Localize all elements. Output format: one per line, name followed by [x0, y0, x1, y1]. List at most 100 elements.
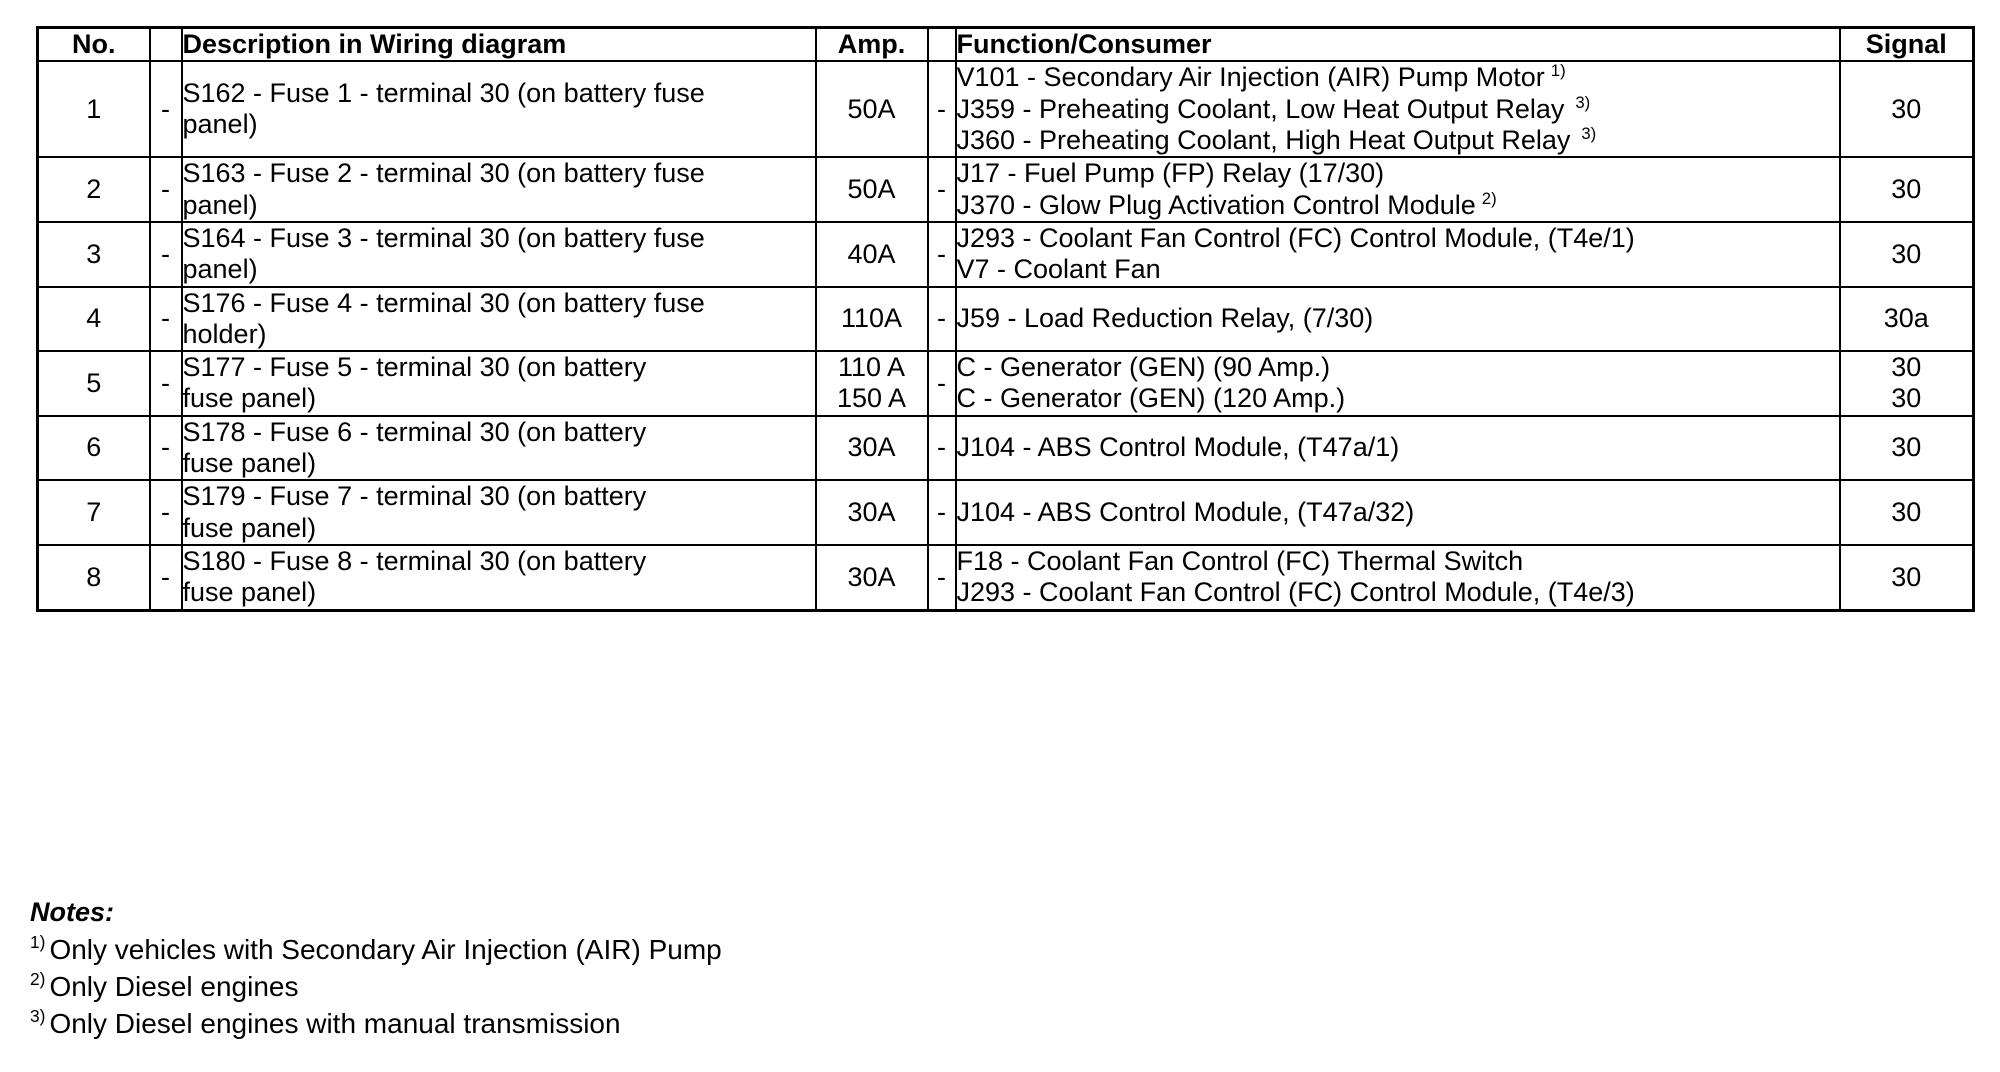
column-header-description: Description in Wiring diagram — [180, 26, 817, 63]
cell-description: S176 - Fuse 4 - terminal 30 (on battery … — [180, 285, 817, 353]
cell-row-number: 7 — [36, 479, 151, 546]
cell-description: S162 - Fuse 1 - terminal 30 (on battery … — [180, 60, 817, 159]
note-item: 2)Only Diesel engines — [30, 969, 1030, 1006]
cell-dash-description: - — [148, 414, 183, 482]
cell-dash-description: - — [148, 60, 183, 159]
cell-amperage: 40A — [814, 220, 929, 288]
column-header-function: Function/Consumer — [954, 26, 1841, 63]
function-line: J59 - Load Reduction Relay, (7/30) — [957, 303, 1839, 334]
description-line: fuse panel) — [182, 577, 317, 608]
description-line: S164 - Fuse 3 - terminal 30 (on battery … — [182, 222, 705, 253]
amperage-value: 150 A — [836, 383, 907, 414]
function-line: C - Generator (GEN) (120 Amp.) — [957, 383, 1839, 414]
note-text: Only Diesel engines — [49, 970, 299, 1002]
cell-signal: 30 — [1838, 156, 1975, 223]
description-line: S179 - Fuse 7 - terminal 30 (on battery — [182, 481, 647, 512]
column-header-amp: Amp. — [814, 26, 929, 63]
cell-row-number: 8 — [36, 543, 151, 612]
description-line: panel) — [182, 254, 258, 285]
cell-dash-function: - — [926, 543, 957, 612]
cell-signal: 30a — [1838, 285, 1975, 353]
amperage-value: 30A — [847, 432, 896, 463]
cell-amperage: 30A — [814, 414, 929, 482]
function-text: V7 - Coolant Fan — [956, 254, 1161, 285]
description-line: panel) — [182, 189, 258, 220]
function-text: F18 - Coolant Fan Control (FC) Thermal S… — [956, 546, 1524, 576]
note-item: 1)Only vehicles with Secondary Air Injec… — [30, 932, 1030, 969]
fuse-assignment-table: No. Description in Wiring diagram Amp. F… — [36, 26, 1975, 612]
function-text: C - Generator (GEN) (90 Amp.) — [956, 352, 1331, 383]
notes-title: Notes: — [30, 897, 115, 927]
table-header-row: No. Description in Wiring diagram Amp. F… — [36, 26, 1975, 63]
cell-function-consumer: V101 - Secondary Air Injection (AIR) Pum… — [954, 60, 1841, 159]
function-text: J359 - Preheating Coolant, Low Heat Outp… — [956, 93, 1565, 124]
function-text: J370 - Glow Plug Activation Control Modu… — [956, 189, 1476, 220]
cell-dash-function: - — [926, 414, 957, 482]
table-row: 3-S164 - Fuse 3 - terminal 30 (on batter… — [36, 220, 1975, 288]
signal-value: 30 — [1891, 173, 1922, 204]
cell-amperage: 30A — [814, 543, 929, 612]
amperage-value: 110 A — [837, 352, 906, 383]
cell-amperage: 30A — [814, 479, 929, 546]
column-header-signal: Signal — [1838, 26, 1975, 63]
note-text: Only Diesel engines with manual transmis… — [49, 1007, 621, 1039]
note-marker: 2) — [30, 969, 46, 990]
description-line: S180 - Fuse 8 - terminal 30 (on battery — [182, 546, 647, 576]
column-header-dash-spacer — [148, 26, 183, 63]
cell-function-consumer: J293 - Coolant Fan Control (FC) Control … — [954, 220, 1841, 288]
cell-dash-function: - — [926, 220, 957, 288]
cell-dash-description: - — [148, 220, 183, 288]
description-line: panel) — [182, 109, 258, 140]
cell-dash-description: - — [148, 543, 183, 612]
cell-row-number: 4 — [36, 285, 151, 353]
footnote-reference: 3) — [1581, 123, 1597, 143]
note-item: 3)Only Diesel engines with manual transm… — [30, 1006, 1030, 1043]
cell-signal: 30 — [1838, 543, 1975, 612]
notes-list: 1)Only vehicles with Secondary Air Injec… — [30, 932, 1030, 1043]
function-line: F18 - Coolant Fan Control (FC) Thermal S… — [957, 546, 1839, 577]
cell-function-consumer: J104 - ABS Control Module, (T47a/32) — [954, 479, 1841, 546]
cell-dash-function: - — [926, 285, 957, 353]
amperage-value: 110A — [840, 303, 903, 334]
cell-dash-function: - — [926, 60, 957, 159]
signal-value: 30 — [1891, 561, 1922, 592]
description-line: S163 - Fuse 2 - terminal 30 (on battery … — [182, 158, 705, 189]
amperage-value: 30A — [847, 561, 896, 592]
column-header-no: No. — [36, 26, 151, 63]
cell-row-number: 1 — [36, 60, 151, 159]
table-row: 5-S177 - Fuse 5 - terminal 30 (on batter… — [36, 350, 1975, 417]
cell-signal: 30 — [1838, 60, 1975, 159]
function-text: J293 - Coolant Fan Control (FC) Control … — [956, 222, 1635, 253]
footnote-reference: 2) — [1481, 188, 1497, 208]
cell-dash-function: - — [926, 156, 957, 223]
cell-dash-description: - — [148, 350, 183, 417]
function-line: J360 - Preheating Coolant, High Heat Out… — [957, 125, 1839, 156]
table-body: 1-S162 - Fuse 1 - terminal 30 (on batter… — [36, 60, 1975, 612]
description-line: fuse panel) — [182, 383, 317, 414]
description-line: S177 - Fuse 5 - terminal 30 (on battery — [182, 352, 647, 383]
note-text: Only vehicles with Secondary Air Injecti… — [49, 933, 722, 965]
table-row: 1-S162 - Fuse 1 - terminal 30 (on batter… — [36, 60, 1975, 159]
function-line: C - Generator (GEN) (90 Amp.) — [957, 352, 1839, 383]
cell-signal: 30 — [1838, 220, 1975, 288]
table-row: 8-S180 - Fuse 8 - terminal 30 (on batter… — [36, 543, 1975, 612]
signal-value: 30 — [1891, 238, 1922, 269]
function-text: J17 - Fuel Pump (FP) Relay (17/30) — [956, 158, 1385, 189]
table-row: 7 - S179 - Fuse 7 - terminal 30 (on batter… — [36, 479, 1975, 546]
cell-dash-function: - — [926, 479, 957, 546]
cell-function-consumer: F18 - Coolant Fan Control (FC) Thermal S… — [954, 543, 1841, 612]
signal-value: 30 — [1891, 432, 1922, 463]
cell-row-number: 6 — [36, 414, 151, 482]
table-header: No. Description in Wiring diagram Amp. F… — [36, 26, 1975, 63]
amperage-value: 50A — [847, 93, 896, 124]
function-text: J104 - ABS Control Module, (T47a/32) — [956, 497, 1415, 528]
description-line: S178 - Fuse 6 - terminal 30 (on battery — [182, 416, 647, 447]
function-line: J104 - ABS Control Module, (T47a/1) — [957, 432, 1839, 463]
function-line: V101 - Secondary Air Injection (AIR) Pum… — [957, 62, 1839, 93]
